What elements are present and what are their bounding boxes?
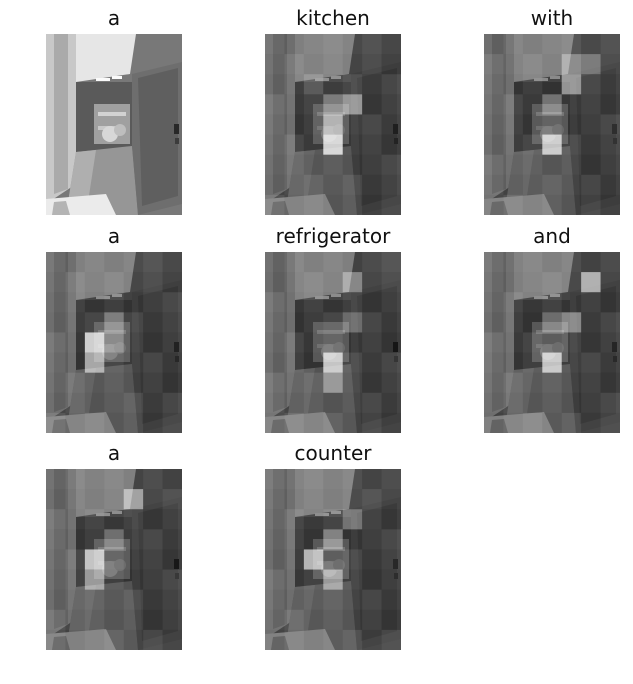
attention-heatmap <box>484 34 620 215</box>
attention-heatmap <box>265 469 401 650</box>
panel-word: with <box>530 6 574 30</box>
attention-heatmap <box>46 469 182 650</box>
panel-word: a <box>107 224 121 248</box>
panel-word: a <box>107 6 121 30</box>
panel-word: a <box>107 441 121 465</box>
panel-word: counter <box>294 441 372 465</box>
panel-word: kitchen <box>296 6 370 30</box>
panel-word: and <box>533 224 571 248</box>
attention-heatmap <box>265 252 401 433</box>
panel-word: refrigerator <box>275 224 391 248</box>
attention-heatmap <box>265 34 401 215</box>
attention-heatmap <box>484 252 620 433</box>
kitchen-image <box>46 34 182 215</box>
attention-heatmap <box>46 252 182 433</box>
